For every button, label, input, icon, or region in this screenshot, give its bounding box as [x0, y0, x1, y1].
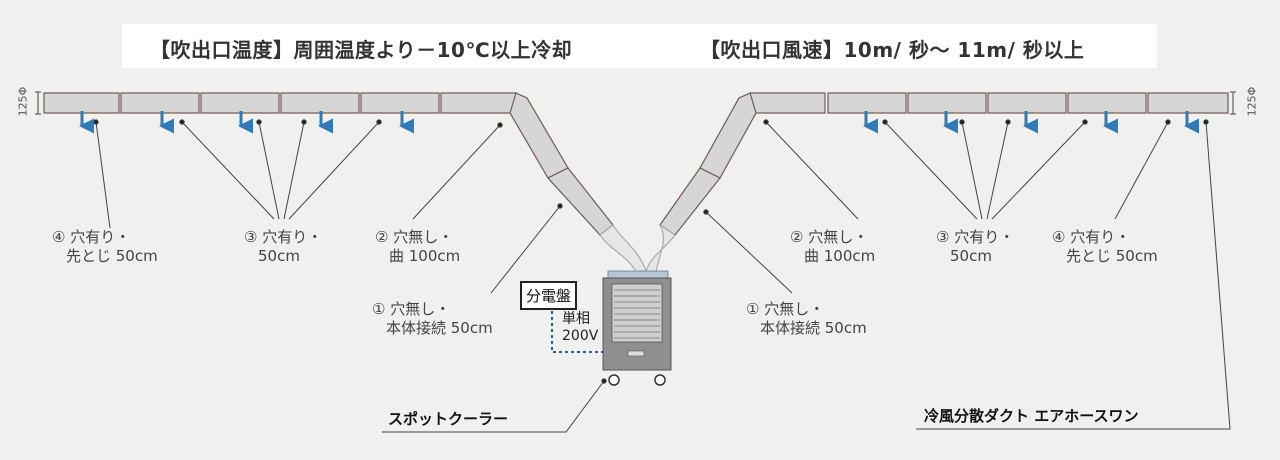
right-duct-1 — [659, 167, 721, 236]
right-duct-3b — [907, 92, 987, 114]
left-diameter-bracket — [35, 91, 41, 115]
right-diameter-bracket — [1230, 91, 1236, 115]
left-angled-ducts — [509, 92, 647, 273]
air-outlet-arrows — [79, 111, 1199, 134]
label-left-duct-1: ① 穴無し・ 本体接続 50cm — [372, 300, 493, 337]
leader-lines — [93, 119, 1231, 433]
left-diameter-label: 125Φ — [16, 86, 30, 117]
label-left-duct-2: ② 穴無し・ 曲 100cm — [375, 228, 461, 265]
label-right-duct-3: ③ 穴有り・ 50cm — [936, 228, 1015, 265]
left-duct-2-straight — [440, 92, 517, 114]
right-duct-3c — [987, 92, 1067, 114]
left-duct-2-angled — [509, 92, 569, 179]
label-right-duct-1: ① 穴無し・ 本体接続 50cm — [746, 300, 867, 337]
left-duct-4 — [43, 92, 120, 114]
left-flex-hose — [599, 224, 647, 273]
outlet-wind-speed-header: 【吹出口風速】10m/ 秒～ 11m/ 秒以上 — [700, 38, 1085, 62]
left-duct-3b — [200, 92, 280, 114]
right-duct-3d — [1067, 92, 1147, 114]
power-phase: 単相 — [562, 311, 590, 327]
label-left-duct-3: ③ 穴有り・ 50cm — [244, 228, 323, 265]
right-diameter-label: 125Φ — [1245, 86, 1259, 117]
left-duct-3a — [120, 92, 200, 114]
header-banner — [122, 24, 1157, 68]
left-duct-3d — [360, 92, 440, 114]
outlet-temperature-header: 【吹出口温度】周囲温度より－10℃以上冷却 — [150, 38, 573, 62]
air-hose-caption: 冷風分散ダクト エアホースワン — [924, 407, 1139, 425]
right-angled-ducts — [645, 92, 757, 273]
left-duct-3c — [280, 92, 360, 114]
label-right-duct-2: ② 穴無し・ 曲 100cm — [790, 228, 876, 265]
right-duct-4 — [1147, 92, 1229, 114]
power-cable — [551, 305, 610, 353]
right-flex-hose — [645, 224, 676, 273]
left-duct-run — [43, 92, 517, 114]
spot-cooler-unit — [602, 270, 672, 386]
right-duct-3a — [827, 92, 907, 114]
spot-cooler-caption: スポットクーラー — [388, 410, 509, 428]
label-left-duct-4: ④ 穴有り・ 先とじ 50cm — [52, 228, 158, 265]
right-duct-2-straight — [749, 92, 826, 114]
left-duct-1 — [547, 167, 614, 236]
power-spec: 単相 200V — [562, 311, 598, 345]
power-voltage: 200V — [562, 328, 599, 344]
label-right-duct-4: ④ 穴有り・ 先とじ 50cm — [1052, 228, 1158, 265]
right-duct-2-angled — [699, 92, 757, 179]
distribution-panel: 分電盤 — [520, 281, 578, 310]
right-duct-run — [749, 92, 1229, 114]
